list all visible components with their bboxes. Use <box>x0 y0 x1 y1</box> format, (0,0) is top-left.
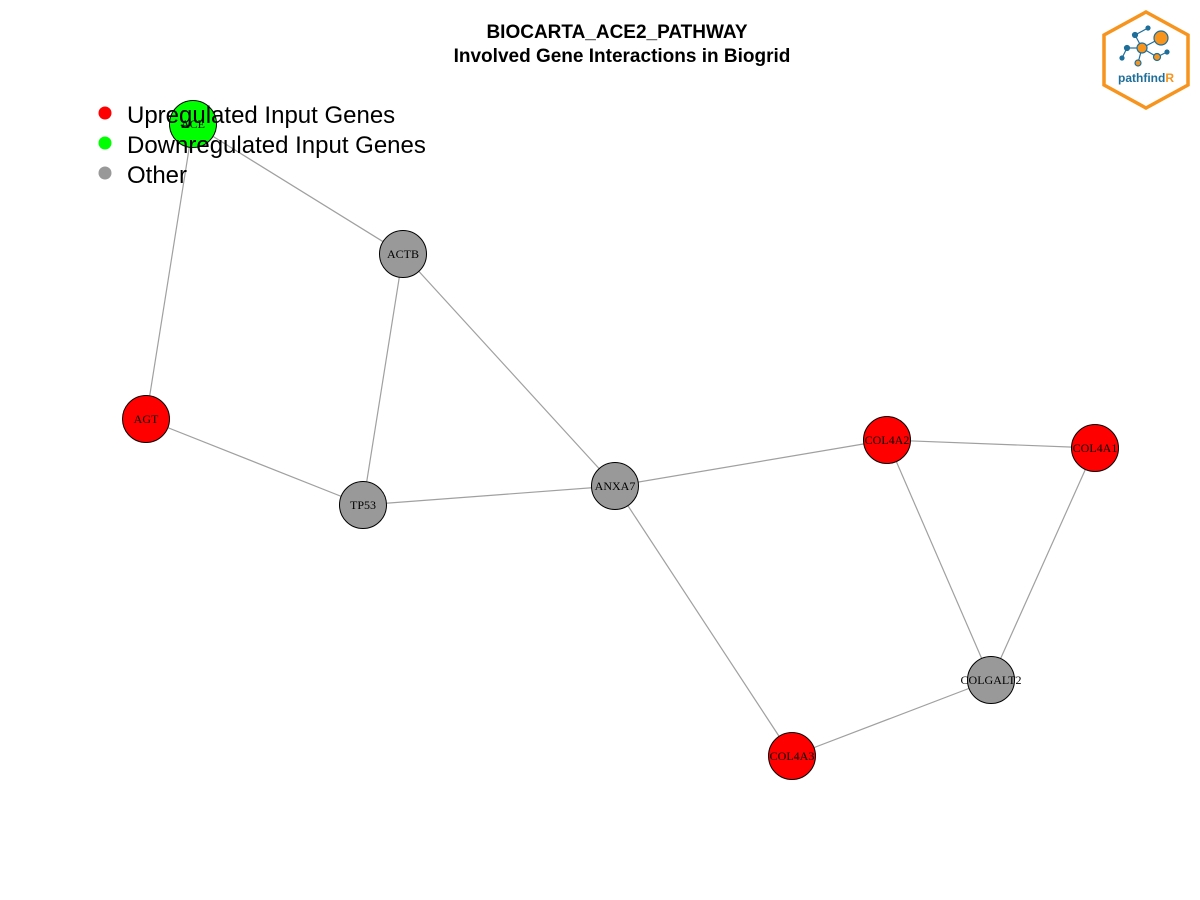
edge-layer <box>145 123 1096 757</box>
node-circle <box>339 481 387 529</box>
node-circle <box>1071 424 1119 472</box>
node-actb: ACTB <box>379 230 427 278</box>
node-label: ACTB <box>387 247 419 261</box>
node-circle <box>591 462 639 510</box>
edge-col4a1-colgalt2 <box>990 447 1096 681</box>
node-label: COL4A3 <box>770 749 815 763</box>
legend: Upregulated Input Genes Downregulated In… <box>98 102 426 189</box>
edge-anxa7-col4a2 <box>614 439 888 487</box>
node-label: ACE <box>181 117 205 131</box>
node-label: COL4A2 <box>865 433 910 447</box>
node-label: TP53 <box>350 498 376 512</box>
logo-network-icon <box>1119 25 1170 67</box>
logo-text-accent: R <box>1165 71 1174 85</box>
chart-title: BIOCARTA_ACE2_PATHWAY <box>486 22 747 43</box>
edge-tp53-anxa7 <box>362 485 616 506</box>
node-circle <box>967 656 1015 704</box>
edge-ace-agt <box>145 123 194 420</box>
edge-colgalt2-col4a3 <box>791 679 992 757</box>
node-anxa7: ANXA7 <box>591 462 639 510</box>
node-layer: ACE ACTB AGT TP53 ANXA7 COL4A2COL4A1COLGALT2C… <box>122 100 1119 780</box>
node-colgalt2: COLGALT2 <box>961 656 1022 704</box>
edge-agt-tp53 <box>145 418 364 506</box>
edge-actb-tp53 <box>362 253 404 506</box>
node-label: COLGALT2 <box>961 673 1022 687</box>
edge-col4a2-col4a1 <box>886 439 1096 449</box>
node-agt: AGT <box>122 395 170 443</box>
logo-text-main: pathfind <box>1118 71 1165 85</box>
pathfindr-logo: pathfindR <box>1102 10 1190 110</box>
svg-text:pathfindR: pathfindR <box>1118 71 1174 85</box>
node-label: ANXA7 <box>595 479 636 493</box>
edge-actb-anxa7 <box>402 253 616 487</box>
node-circle <box>379 230 427 278</box>
legend-label-up: Upregulated Input Genes <box>127 102 395 129</box>
node-ace: ACE <box>169 100 217 148</box>
edge-col4a2-colgalt2 <box>886 439 992 681</box>
node-tp53: TP53 <box>339 481 387 529</box>
node-circle <box>863 416 911 464</box>
legend-marker-down <box>98 136 112 150</box>
node-col4a1: COL4A1 <box>1071 424 1119 472</box>
legend-label-other: Other <box>127 162 187 189</box>
edge-anxa7-col4a3 <box>614 485 793 757</box>
node-circle <box>768 732 816 780</box>
legend-label-down: Downregulated Input Genes <box>127 132 426 159</box>
node-circle <box>122 395 170 443</box>
chart-subtitle: Involved Gene Interactions in Biogrid <box>454 46 791 67</box>
legend-marker-up <box>98 106 112 120</box>
node-label: COL4A1 <box>1073 441 1118 455</box>
legend-marker-other <box>98 166 112 180</box>
node-col4a3: COL4A3 <box>768 732 816 780</box>
node-label: AGT <box>134 412 159 426</box>
node-col4a2: COL4A2 <box>863 416 911 464</box>
node-circle <box>169 100 217 148</box>
edge-ace-actb <box>192 123 404 255</box>
